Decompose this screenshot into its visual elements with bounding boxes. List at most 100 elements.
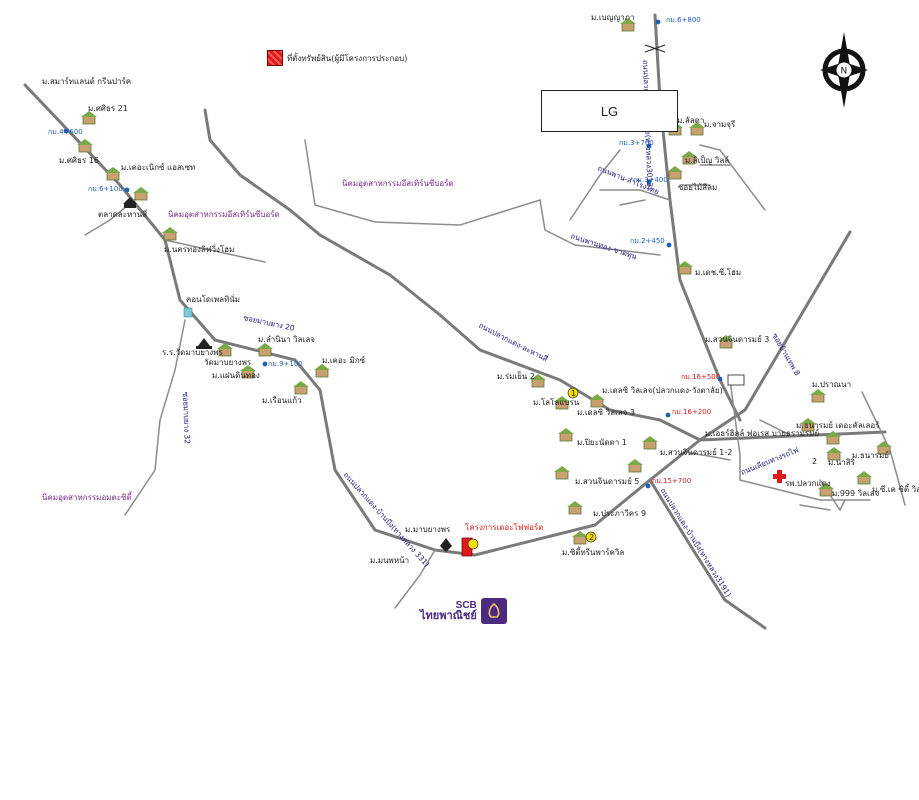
house-icon <box>718 335 734 349</box>
north-arrow-icon: N <box>820 32 868 108</box>
condo-icon <box>183 307 193 318</box>
km-post-dot <box>63 128 69 134</box>
village-label: ม.โลโลแบรน <box>533 397 580 407</box>
house-icon <box>554 396 570 410</box>
village-label: ม.ร่มเย็น 2 <box>497 371 535 381</box>
house-icon <box>572 531 588 545</box>
village-label: ตลาดละหานสี่ <box>98 208 147 219</box>
village-label: ม.เคอะ มิกซ์ <box>322 355 366 365</box>
km-post: กม.15+700 <box>652 477 691 485</box>
road-name: ซอยมาบยาง 20 <box>243 313 296 333</box>
legend-label: ที่ตั้งทรัพย์สิน(ผู้มีโครงการประกอบ) <box>287 53 408 63</box>
scb-logo: SCB ไทยพาณิชย์ <box>420 598 507 624</box>
village-label: ม.เรือนแก้ว <box>262 396 302 405</box>
village-labels: ม.เบญญาภา ม.สมาร์ทแลนด์ กรีนปาร์ค ม.ศศิธ… <box>42 13 919 565</box>
estate-label: นิคมอุตสาหกรรมอีสเทิร์นซีบอร์ด <box>168 209 280 219</box>
house-icon <box>642 436 658 450</box>
property-location-swatch <box>267 50 283 66</box>
km-post-dot <box>124 187 130 193</box>
major-roads <box>23 13 887 630</box>
house-icon <box>681 151 697 165</box>
village-label: ม.ประภาวีคร 9 <box>593 509 646 518</box>
industrial-estate-labels: นิคมอุตสาหกรรมอีสเทิร์นซีบอร์ด นิคมอุตสา… <box>42 178 454 502</box>
marker-number: 1 <box>571 389 576 398</box>
village-label: ร.ร.วัดมาบยางพร <box>162 348 224 357</box>
junction-box <box>727 374 745 386</box>
numbered-markers: 1 2 2 <box>567 387 817 543</box>
house-icon <box>627 459 643 473</box>
village-label: ม.เคอะเนิกซ์ แอสเซท <box>121 162 195 172</box>
hospital-icon <box>773 470 786 483</box>
village-label: ม.สวนจินดารมย์ 1-2 <box>660 447 732 457</box>
marker-number: 2 <box>589 533 594 542</box>
km-post-dot <box>262 361 268 367</box>
village-label: ม.ซี.เค ซิตี้ วิลล์ <box>872 483 919 494</box>
house-icon <box>589 394 605 408</box>
km-post: กม.6+100 <box>88 185 123 193</box>
km-post: กม.16+500 <box>681 373 720 381</box>
km-post-dot <box>645 483 651 489</box>
house-icon <box>620 18 636 32</box>
km-post: กม.9+100 <box>268 360 303 368</box>
house-icon <box>825 431 841 445</box>
house-icon <box>217 343 233 357</box>
km-post-markers <box>63 19 723 489</box>
km-post-dot <box>717 376 723 382</box>
village-label: วัดมาบยางพร <box>204 358 252 367</box>
km-post-dot <box>646 179 652 185</box>
compass-label: N <box>841 67 848 77</box>
lg-label: LG <box>600 103 619 119</box>
village-label: ม.ศศิธร 16 <box>59 156 99 165</box>
house-icon <box>677 261 693 275</box>
house-icon <box>77 139 93 153</box>
house-icon <box>856 471 872 485</box>
estate-label: นิคมอุตสาหกรรมอีสเทิร์นซีบอร์ด <box>342 178 454 188</box>
road-name: ถนนเลียบทางรถไฟ <box>739 445 799 476</box>
house-icon <box>567 501 583 515</box>
km-post-dot <box>665 412 671 418</box>
village-label: ม.เบญญาภา <box>591 13 635 22</box>
village-label: ซอยไม้สีลม <box>678 183 717 192</box>
village-label: ม.นาสิริ <box>828 458 856 467</box>
village-label: ม.สิเป็ญ วิลล์ <box>685 155 729 165</box>
km-post-dot <box>655 19 661 25</box>
house-icon <box>826 447 842 461</box>
house-icon <box>81 111 97 125</box>
km-post-dot <box>666 242 672 248</box>
village-label: ม.สมาร์ทแลนด์ กรีนปาร์ค <box>42 76 131 86</box>
house-icon <box>105 167 121 181</box>
village-icons <box>77 18 892 545</box>
map-legend: ที่ตั้งทรัพย์สิน(ผู้มีโครงการประกอบ) <box>267 50 407 66</box>
scb-line1: SCB <box>455 599 477 611</box>
house-icon <box>800 418 816 432</box>
village-label: ม.นครทองลิฟวิ่งโฮม <box>164 243 234 254</box>
village-label: ม.ลำนินา วิลเลจ <box>258 335 315 344</box>
village-label: ม.ปิยะนัดดา 1 <box>577 438 627 447</box>
house-icon <box>818 483 834 497</box>
lg-box: LG <box>541 90 678 132</box>
project-marker: โครงการเดอะโฟฟอร์ด <box>461 522 543 557</box>
village-label: ม.ซิตี้ทรีนพาร์ควิล <box>562 546 624 557</box>
temple-icon <box>196 338 212 349</box>
village-label: ม.ธนารมย์ เดอะคัลเลอร์ <box>796 420 880 430</box>
village-label: ม.999 วิลเลจ <box>832 489 880 498</box>
house-icon <box>689 122 705 136</box>
village-label: คอนโดเพลทินั่ม <box>186 293 240 304</box>
road-name: ถนนปลวกแดง-บ้านบึง(ทางหลวง3191) <box>658 486 733 598</box>
km-post: กม.3+700 <box>619 139 654 147</box>
road-name: ถนนปลวกแดง-บ้านบึง(ทางหลวง 331) <box>342 470 432 568</box>
km-post: กม.6+800 <box>666 16 701 24</box>
village-label: ม.เดลซิ วิลเลจ(ปลวกแดง-วังตาลัย) <box>602 386 723 395</box>
km-post: กม.16+200 <box>672 408 711 416</box>
house-icon <box>293 381 309 395</box>
marker-number: 2 <box>812 457 817 466</box>
village-label: ม.จามจุรี <box>704 120 736 129</box>
village-label: ม.ธนารมย์ <box>852 450 889 460</box>
estate-label: นิคมอุตสาหกรรมอมตะซิตี้ <box>42 491 133 502</box>
village-label: ม.ลัลดา <box>677 116 704 125</box>
village-label: ม.มนพหน้า <box>370 556 409 565</box>
house-icon <box>257 343 273 357</box>
scb-emblem-icon <box>480 598 507 624</box>
village-label: ม.สวนจินดารมย์ 5 <box>575 476 639 486</box>
